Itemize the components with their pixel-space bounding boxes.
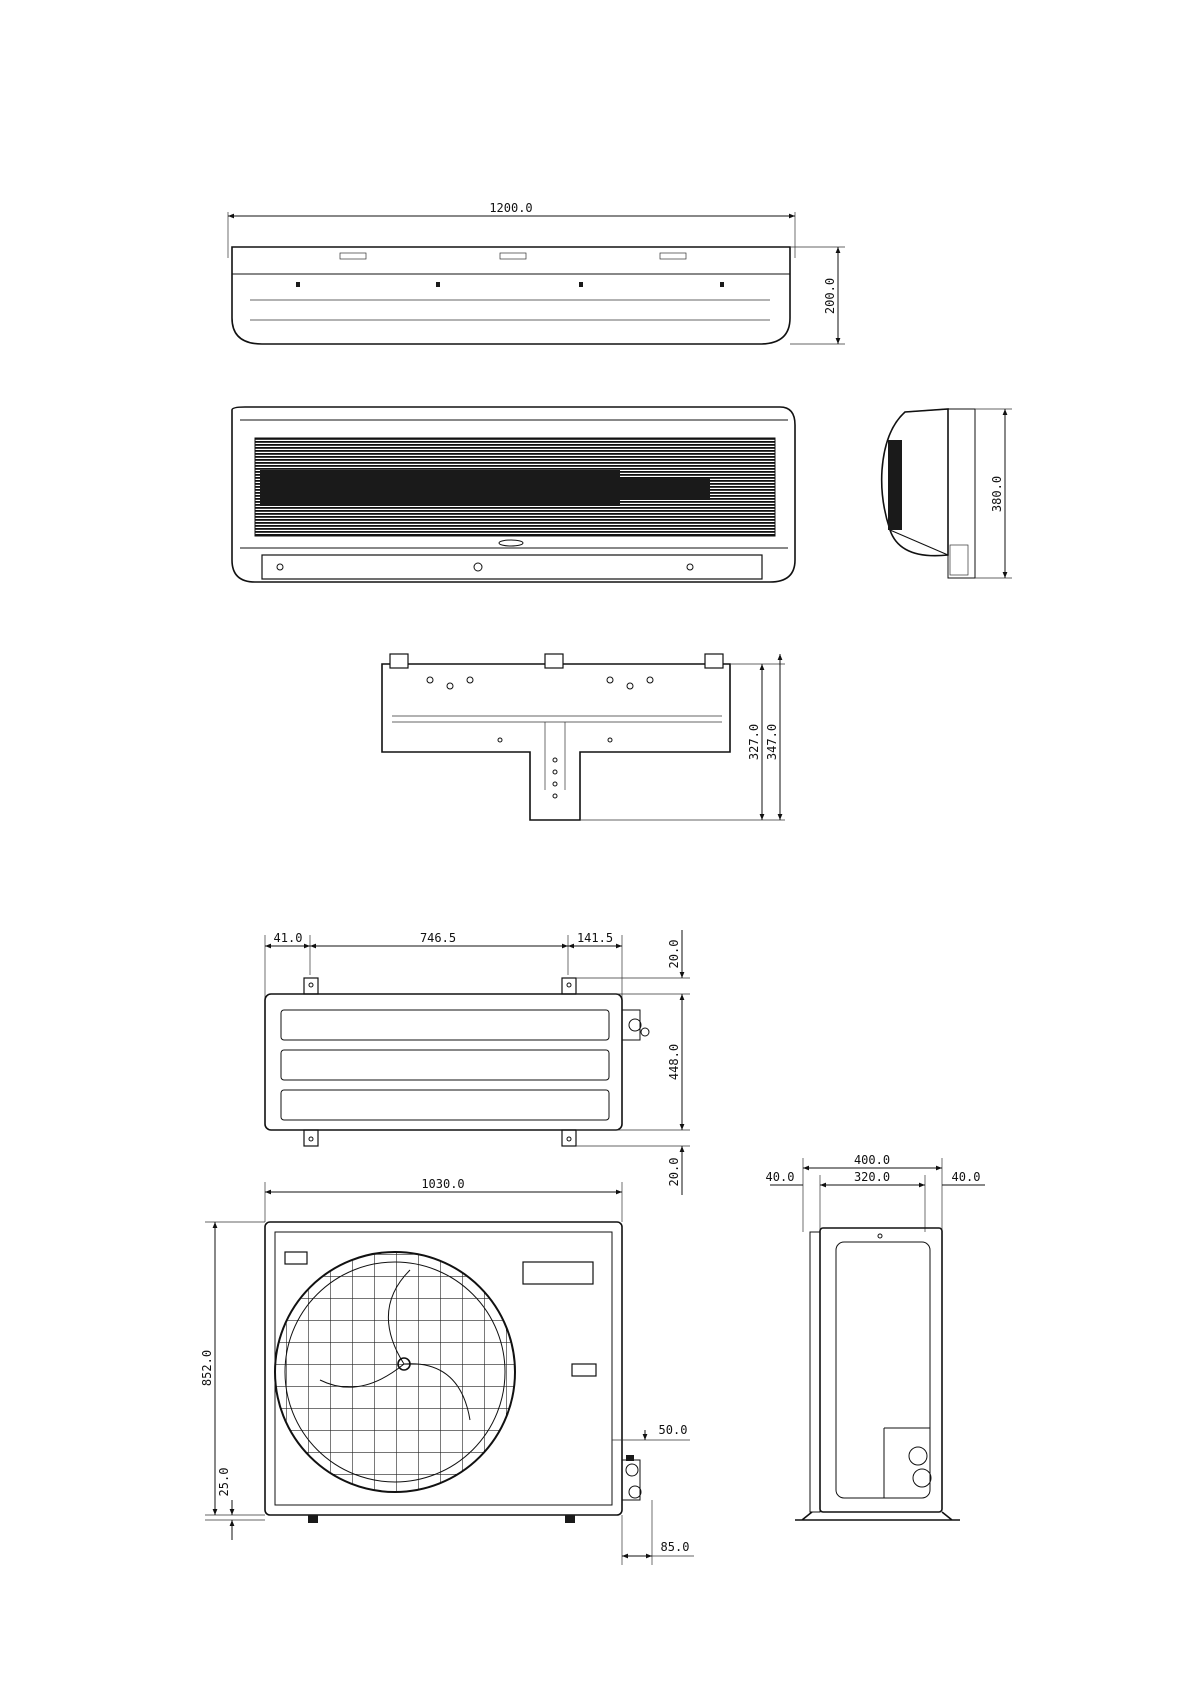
outdoor-front-vertical-dimensions: 852.0 25.0 [200,1222,265,1540]
outdoor-top-margin-label: 20.0 [667,940,681,969]
indoor-height-dimension: 380.0 [975,409,1012,578]
outdoor-right-offset-label: 141.5 [577,931,613,945]
outdoor-bottom-margin-label: 20.0 [667,1158,681,1187]
plate-inner-height-label: 327.0 [747,724,761,760]
plate-outer-height-label: 347.0 [765,724,779,760]
outdoor-valve-height-label: 50.0 [659,1423,688,1437]
outdoor-base-label: 25.0 [217,1468,231,1497]
indoor-width-dimension: 1200.0 [228,201,795,258]
outdoor-top-vertical-dimensions: 20.0 448.0 20.0 [576,930,690,1195]
outdoor-front-view: 1030.0 852.0 25.0 [200,1177,694,1565]
outdoor-width-label: 1030.0 [421,1177,464,1191]
mounting-plate-dimensions: 327.0 347.0 [580,654,785,820]
indoor-front-view [232,407,795,582]
outdoor-width-dimension: 1030.0 [265,1177,622,1222]
outdoor-side-foot-spacing-label: 320.0 [854,1170,890,1184]
mounting-plate-holes [427,677,653,798]
indoor-width-label: 1200.0 [489,201,532,215]
mounting-plate: 327.0 347.0 [382,654,785,820]
indoor-depth-label: 200.0 [823,278,837,314]
outdoor-valve-dimensions: 50.0 85.0 [612,1423,694,1565]
outdoor-side-right-overhang-label: 40.0 [952,1170,981,1184]
outdoor-side-overall-width-label: 400.0 [854,1153,890,1167]
indoor-depth-dimension: 200.0 [790,247,845,344]
outdoor-side-horizontal-dimensions: 400.0 320.0 40.0 40.0 [766,1153,985,1232]
outdoor-side-view: 400.0 320.0 40.0 40.0 [766,1153,985,1520]
outdoor-valve-offset-label: 85.0 [661,1540,690,1554]
outdoor-depth-label: 448.0 [667,1044,681,1080]
outdoor-side-left-overhang-label: 40.0 [766,1170,795,1184]
outdoor-top-view: 41.0 746.5 141.5 20.0 448.0 20. [265,930,690,1195]
indoor-top-view: 1200.0 200.0 [228,201,845,344]
indoor-side-view: 380.0 [882,409,1012,578]
indoor-height-label: 380.0 [990,476,1004,512]
outdoor-left-offset-label: 41.0 [274,931,303,945]
outdoor-foot-spacing-label: 746.5 [420,931,456,945]
outdoor-height-label: 852.0 [200,1350,214,1386]
